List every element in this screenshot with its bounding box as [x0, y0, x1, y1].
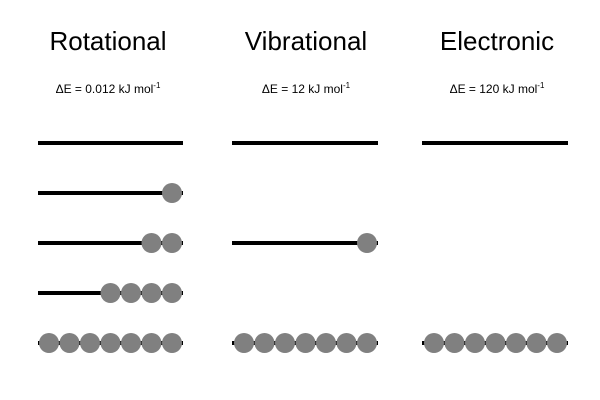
- particle: [254, 333, 275, 353]
- particle: [162, 333, 182, 353]
- particle: [424, 333, 444, 353]
- particle: [275, 333, 295, 353]
- particle: [526, 333, 547, 353]
- energy-unit-exponent: -1: [342, 81, 351, 90]
- particle: [80, 333, 100, 353]
- particle: [121, 333, 141, 353]
- particle: [444, 333, 465, 353]
- particle: [100, 283, 121, 303]
- particle: [357, 333, 377, 353]
- particle: [485, 333, 506, 353]
- panel-rotational: Rotational ΔE = 0.012 kJ mol-1: [8, 0, 208, 400]
- particle: [295, 333, 316, 353]
- particle: [162, 283, 182, 303]
- energy-spacing-label: ΔE = 0.012 kJ mol-1: [8, 81, 208, 97]
- panel-title: Vibrational: [244, 26, 368, 56]
- energy-spacing-text: ΔE = 120 kJ mol: [449, 82, 538, 96]
- energy-unit-exponent: -1: [153, 81, 161, 90]
- energy-spacing-text: ΔE = 12 kJ mol: [261, 82, 343, 96]
- particle: [59, 333, 80, 353]
- particle: [506, 333, 526, 353]
- panel-title: Electronic: [439, 26, 555, 56]
- energy-unit-exponent: -1: [537, 81, 545, 90]
- particle: [141, 233, 162, 253]
- particle: [336, 333, 357, 353]
- panel-title: Rotational: [49, 26, 167, 56]
- particle: [234, 333, 254, 353]
- particle: [162, 183, 182, 203]
- particle: [141, 333, 162, 353]
- energy-spacing-text: ΔE = 0.012 kJ mol: [55, 82, 154, 96]
- particle: [39, 333, 59, 353]
- particle: [465, 333, 485, 353]
- particle: [316, 333, 336, 353]
- energy-spacing-label: ΔE = 120 kJ mol-1: [397, 81, 597, 97]
- particle: [100, 333, 121, 353]
- energy-spacing-label: ΔE = 12 kJ mol-1: [206, 81, 406, 97]
- panel-electronic: Electronic ΔE = 120 kJ mol-1: [397, 0, 597, 400]
- panel-vibrational: Vibrational ΔE = 12 kJ mol-1: [206, 0, 406, 400]
- particle: [162, 233, 182, 253]
- particle: [141, 283, 162, 303]
- particle: [357, 233, 377, 253]
- particle: [547, 333, 567, 353]
- particle: [121, 283, 141, 303]
